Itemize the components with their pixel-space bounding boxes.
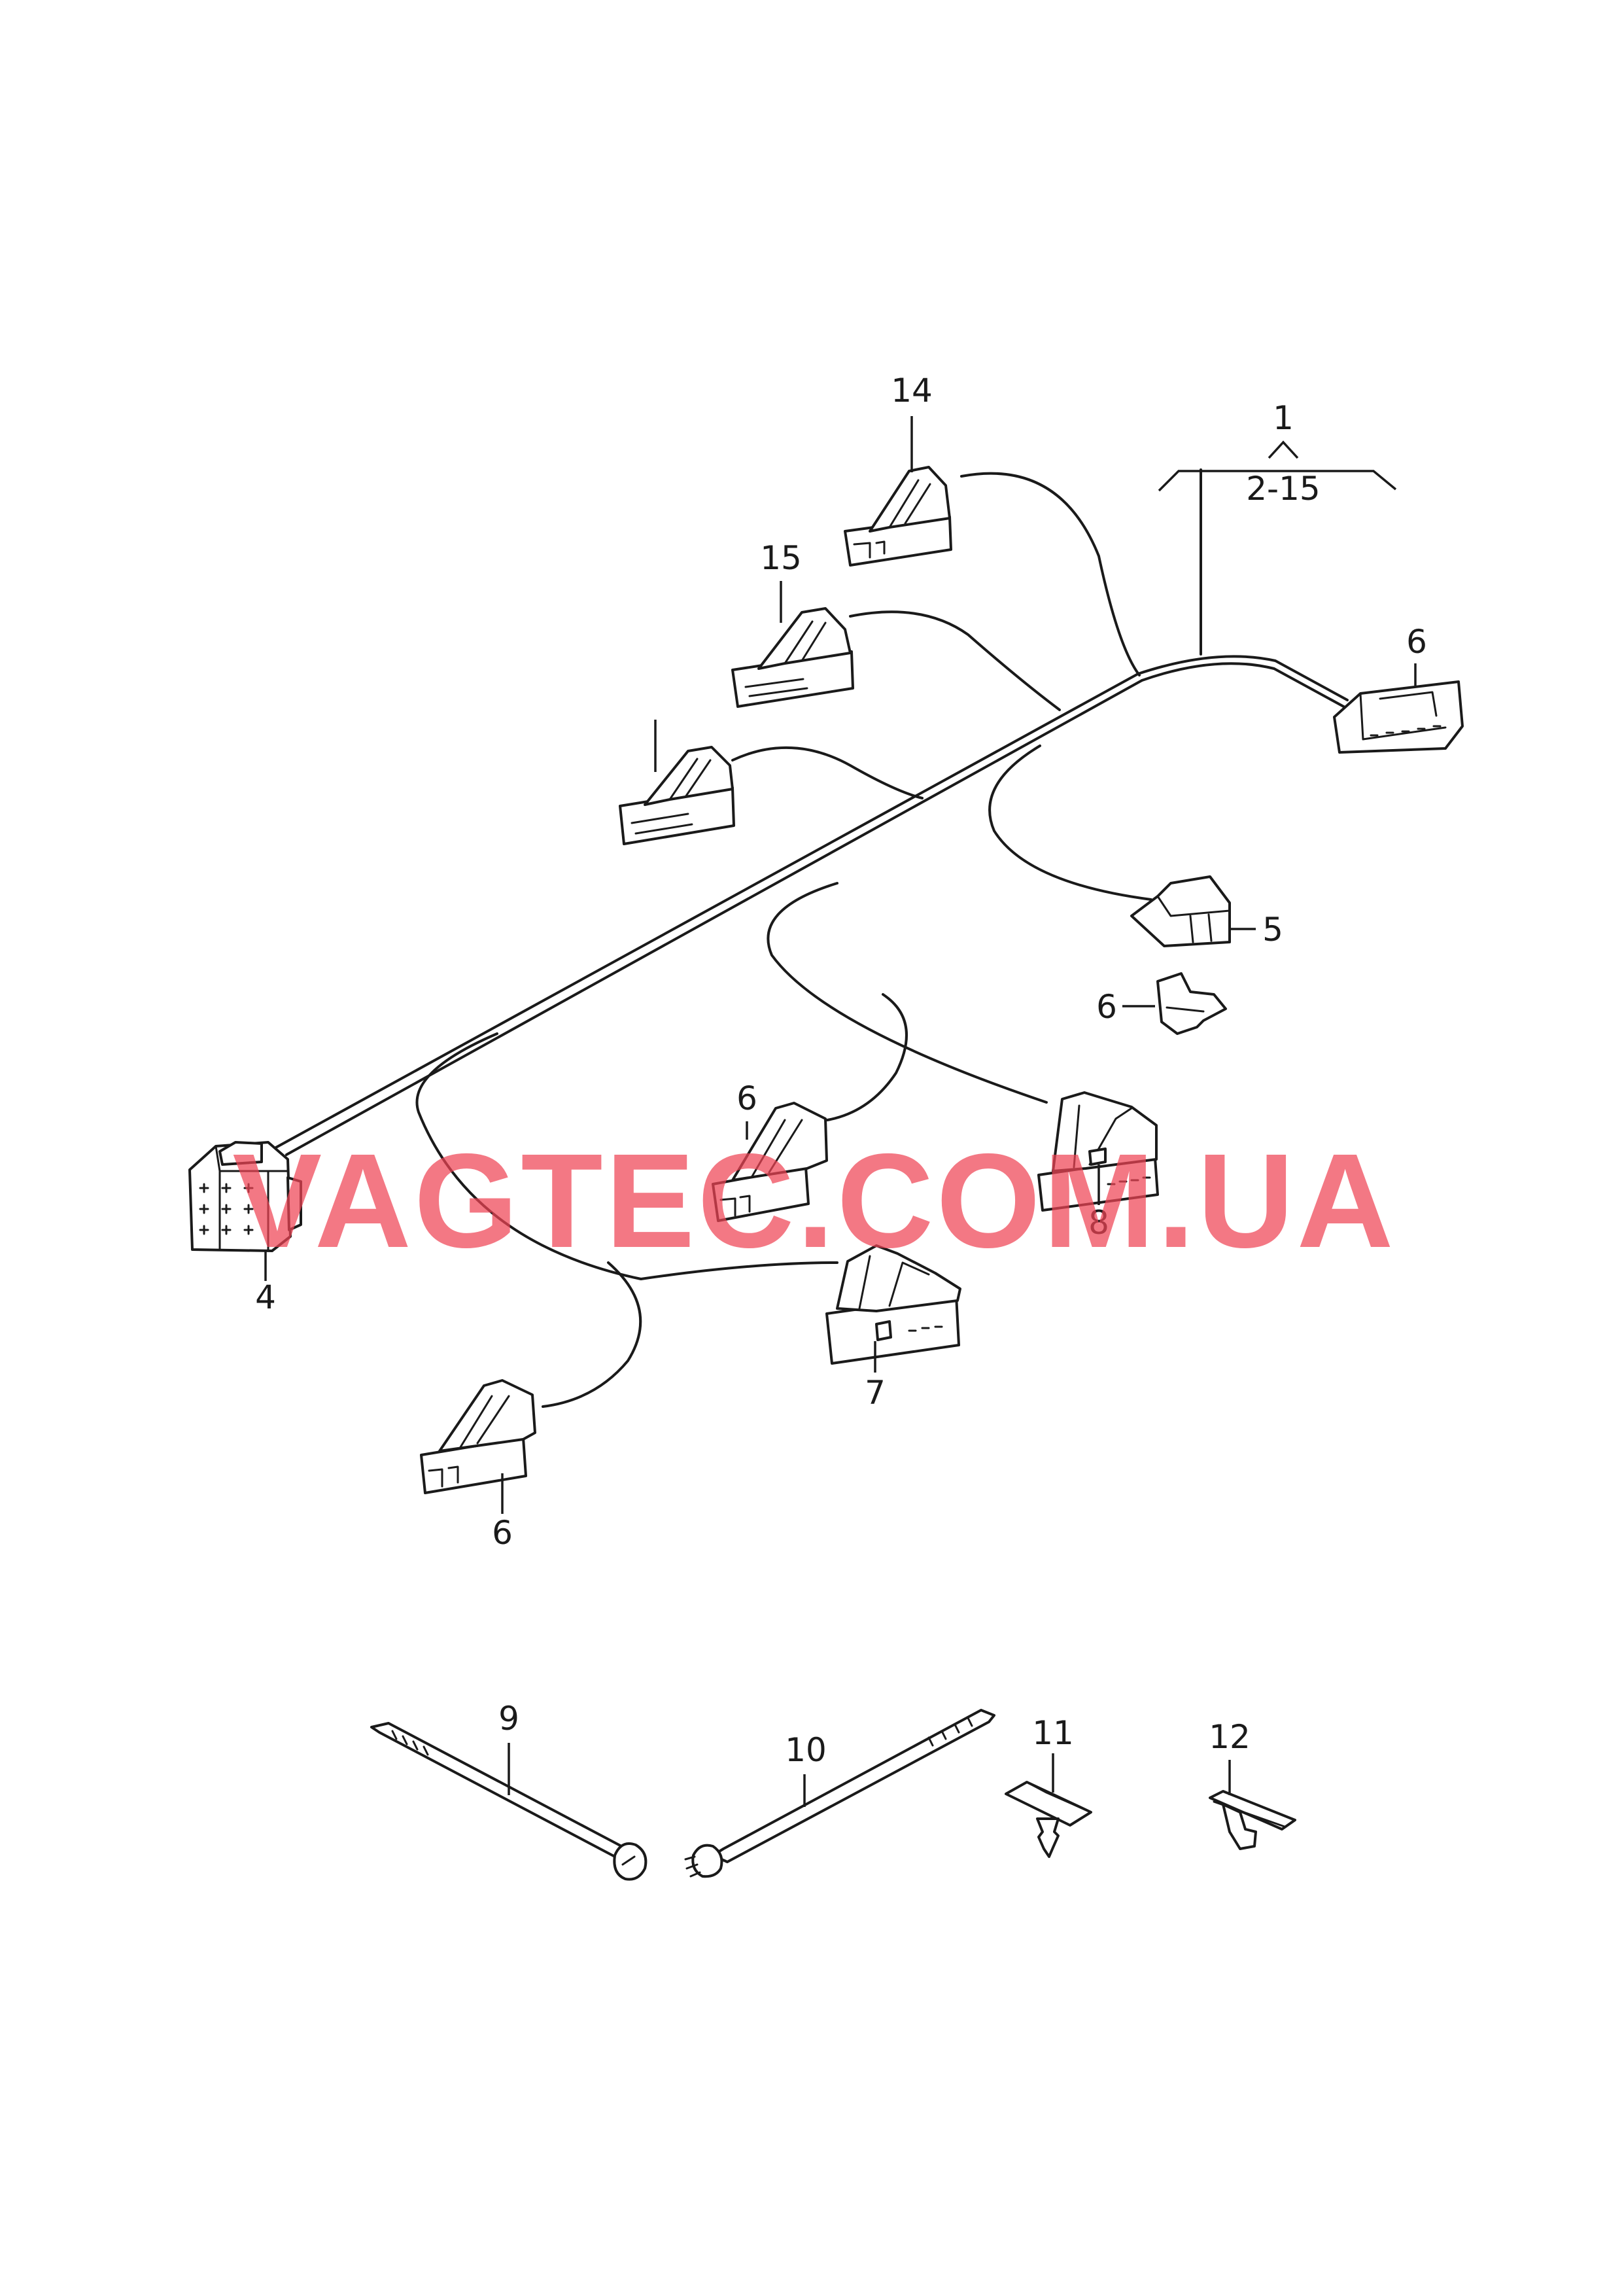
- callout-2: 4: [255, 1278, 276, 1316]
- callout-10: 10: [785, 1731, 827, 1769]
- callout-range: 2-15: [1246, 470, 1320, 508]
- part-4-clip: 6: [1096, 972, 1227, 1035]
- callout-6-lower: 6: [492, 1514, 513, 1552]
- connector-5: 6: [1333, 623, 1464, 754]
- callout-8: 8: [1088, 1204, 1109, 1242]
- harness-wires: [273, 468, 1349, 1408]
- connector-7: 7: [825, 1244, 961, 1412]
- part-11-clip: 11: [1005, 1714, 1092, 1858]
- watermark-text: VAGTEC.COM.UA: [232, 1126, 1396, 1276]
- callout-12: 12: [1209, 1718, 1251, 1756]
- part-12-bracket: 12: [1209, 1718, 1296, 1850]
- group-callout-1: 1 2-15: [1158, 399, 1397, 508]
- connector-6-lower: 6: [420, 1379, 536, 1552]
- connector-2: 4: [188, 1141, 302, 1316]
- callout-number-1: 1: [1273, 399, 1294, 437]
- callout-7: 7: [865, 1374, 886, 1412]
- callout-6-upper: 6: [736, 1079, 757, 1117]
- callout-3: 5: [1262, 911, 1283, 949]
- part-9-cable-tie: 9: [370, 1700, 648, 1881]
- connector-3: 5: [1130, 875, 1283, 949]
- connector-8: 8: [1037, 1091, 1159, 1242]
- part-10-cable-tie: 10: [684, 1709, 995, 1878]
- callout-14: 15: [760, 539, 802, 577]
- connector-15: [619, 720, 735, 845]
- connector-6-upper: 6: [712, 1079, 828, 1222]
- connector-13: 14: [844, 372, 952, 567]
- callout-9: 9: [498, 1700, 519, 1738]
- connector-14: 15: [731, 539, 854, 708]
- callout-13: 14: [891, 372, 933, 410]
- callout-5: 6: [1406, 623, 1427, 661]
- callout-4: 6: [1096, 988, 1117, 1026]
- callout-11: 11: [1032, 1714, 1074, 1752]
